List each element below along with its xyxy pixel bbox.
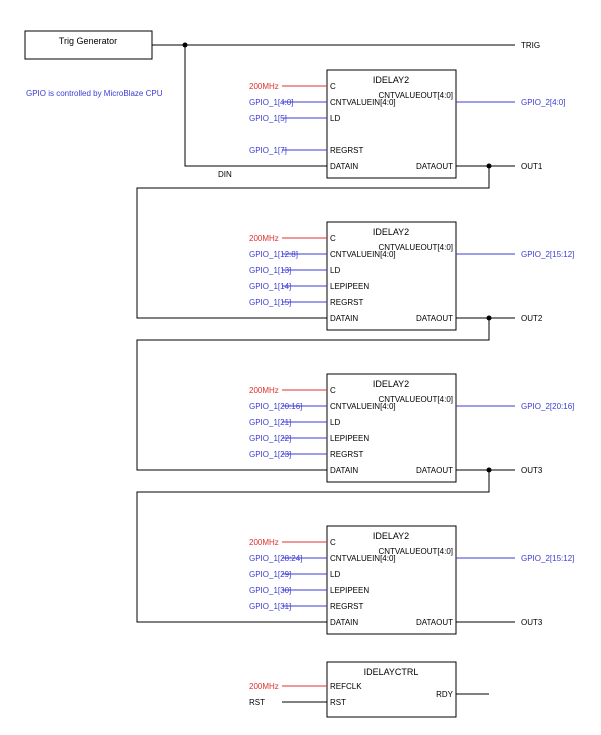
cntvalueout-port-label: CNTVALUEOUT[4:0] — [378, 91, 453, 100]
port-label: C — [330, 234, 336, 243]
port-label: DATAIN — [330, 466, 358, 475]
cascade-wire — [136, 470, 490, 623]
idelay-layer: IDELAY2CNTVALUEOUT[4:0]GPIO_2[4:0]C200MH… — [136, 69, 574, 635]
idelay-title: IDELAY2 — [373, 227, 409, 237]
gpio2-net-label: GPIO_2[15:12] — [521, 554, 574, 563]
refclk-port-label: REFCLK — [330, 682, 362, 691]
net-label: GPIO_1[12:8] — [249, 250, 298, 259]
rst-net-label: RST — [249, 698, 265, 707]
out-label: OUT1 — [521, 162, 543, 171]
net-label: GPIO_1[4:0] — [249, 98, 293, 107]
port-label: CNTVALUEIN[4:0] — [330, 402, 396, 411]
out-label: OUT2 — [521, 314, 543, 323]
net-label: 200MHz — [249, 538, 279, 547]
port-label: C — [330, 82, 336, 91]
idelay-block — [326, 525, 457, 635]
dataout-port-label: DATAOUT — [416, 466, 453, 475]
net-label: GPIO_1[23] — [249, 450, 291, 459]
port-label: CNTVALUEIN[4:0] — [330, 250, 396, 259]
cascade-wire — [136, 318, 490, 471]
port-label: DATAIN — [330, 162, 358, 171]
port-label: LD — [330, 114, 340, 123]
out-label: OUT3 — [521, 466, 543, 475]
net-label: GPIO_1[7] — [249, 146, 287, 155]
port-label: C — [330, 538, 336, 547]
cntvalueout-port-label: CNTVALUEOUT[4:0] — [378, 547, 453, 556]
dataout-port-label: DATAOUT — [416, 162, 453, 171]
net-label: GPIO_1[22] — [249, 434, 291, 443]
idelay-block — [326, 69, 457, 179]
net-label: 200MHz — [249, 386, 279, 395]
net-label: GPIO_1[20:16] — [249, 402, 302, 411]
rdy-port-label: RDY — [436, 690, 454, 699]
rst-port-label: RST — [330, 698, 346, 707]
port-label: CNTVALUEIN[4:0] — [330, 554, 396, 563]
gpio2-net-label: GPIO_2[15:12] — [521, 250, 574, 259]
net-label: GPIO_1[29] — [249, 570, 291, 579]
gpio2-net-label: GPIO_2[20:16] — [521, 402, 574, 411]
net-label: GPIO_1[28:24] — [249, 554, 302, 563]
port-label: C — [330, 386, 336, 395]
port-label: CNTVALUEIN[4:0] — [330, 98, 396, 107]
idelay-title: IDELAY2 — [373, 379, 409, 389]
idelayctrl-title: IDELAYCTRL — [364, 667, 419, 677]
net-label: GPIO_1[30] — [249, 586, 291, 595]
idelay-block — [326, 221, 457, 331]
cntvalueout-port-label: CNTVALUEOUT[4:0] — [378, 243, 453, 252]
port-label: REGRST — [330, 602, 363, 611]
gpio2-net-label: GPIO_2[4:0] — [521, 98, 565, 107]
port-label: REGRST — [330, 450, 363, 459]
dataout-port-label: DATAOUT — [416, 314, 453, 323]
port-label: LD — [330, 570, 340, 579]
net-label: GPIO_1[31] — [249, 602, 291, 611]
net-label: GPIO_1[13] — [249, 266, 291, 275]
net-label: GPIO_1[5] — [249, 114, 287, 123]
net-label: GPIO_1[14] — [249, 282, 291, 291]
port-label: DATAIN — [330, 314, 358, 323]
net-label: GPIO_1[21] — [249, 418, 291, 427]
net-label: 200MHz — [249, 234, 279, 243]
port-label: LEPIPEEN — [330, 586, 369, 595]
cascade-wire — [136, 166, 490, 319]
net-label: 200MHz — [249, 82, 279, 91]
idelayctrl-block — [326, 661, 457, 718]
idelay-title: IDELAY2 — [373, 75, 409, 85]
out-label: OUT3 — [521, 618, 543, 627]
trig-generator-block — [24, 30, 153, 60]
port-label: LD — [330, 266, 340, 275]
din-wire — [184, 45, 327, 167]
port-label: LD — [330, 418, 340, 427]
dataout-port-label: DATAOUT — [416, 618, 453, 627]
port-label: LEPIPEEN — [330, 434, 369, 443]
cntvalueout-port-label: CNTVALUEOUT[4:0] — [378, 395, 453, 404]
refclk-net-label: 200MHz — [249, 682, 279, 691]
port-label: REGRST — [330, 298, 363, 307]
net-label: GPIO_1[15] — [249, 298, 291, 307]
trig-output-label: TRIG — [521, 41, 540, 50]
idelay-block — [326, 373, 457, 483]
trig-generator-label: Trig Generator — [59, 36, 117, 46]
gpio-note: GPIO is controlled by MicroBlaze CPU — [26, 89, 163, 98]
din-label: DIN — [218, 170, 232, 179]
idelay-title: IDELAY2 — [373, 531, 409, 541]
port-label: REGRST — [330, 146, 363, 155]
port-label: DATAIN — [330, 618, 358, 627]
port-label: LEPIPEEN — [330, 282, 369, 291]
